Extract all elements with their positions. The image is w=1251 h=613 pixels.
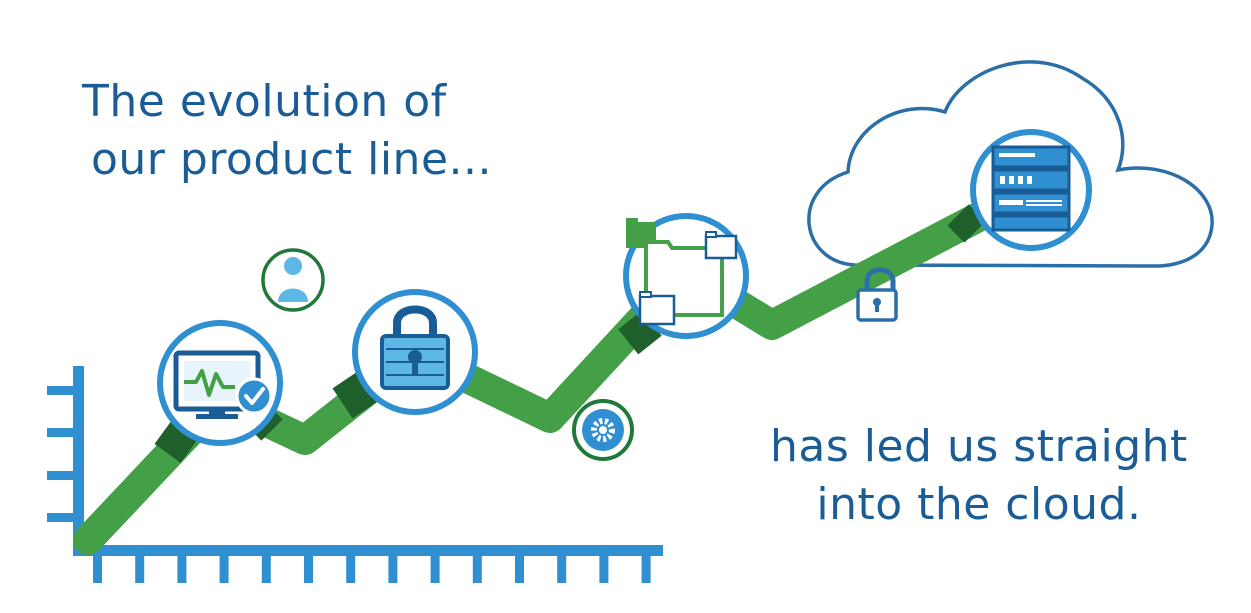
x-axis-tick [515,548,524,583]
gear-icon [572,399,634,461]
x-axis-tick [261,548,271,583]
x-axis-tick [304,548,313,583]
folders-icon [626,218,738,326]
server-node [947,129,1092,251]
x-axis-tick [135,548,145,583]
headline-top-line-2: our product line... [91,134,492,185]
x-axis-tick [599,548,609,583]
headline-top: The evolution of our product line... [82,73,492,189]
x-axis-tick [388,548,398,583]
y-axis-ticks [47,386,77,522]
headline-bottom-line-1: has led us straight [770,421,1188,472]
headline-top-line-1: The evolution of [82,76,447,127]
x-axis-ticks [93,548,651,583]
x-axis-tick [430,548,440,583]
x-axis-tick [177,548,187,583]
user-icon [261,248,325,312]
headline-bottom-line-2: into the cloud. [816,479,1142,530]
x-axis-tick [219,548,229,583]
chart-axes [47,366,663,583]
padlock-icon [380,305,450,390]
x-axis-tick [641,548,651,583]
small-lock-icon [856,267,898,322]
padlock-node [332,289,478,419]
monitor-node [154,320,283,463]
x-axis-tick [557,548,567,583]
headline-bottom: has led us straight into the cloud. [770,418,1188,534]
server-icon [991,145,1071,232]
folders-node [618,213,749,355]
x-axis-tick [346,548,356,583]
x-axis-tick [472,548,482,583]
x-axis-tick [93,548,102,583]
monitor-check-icon [173,350,273,419]
